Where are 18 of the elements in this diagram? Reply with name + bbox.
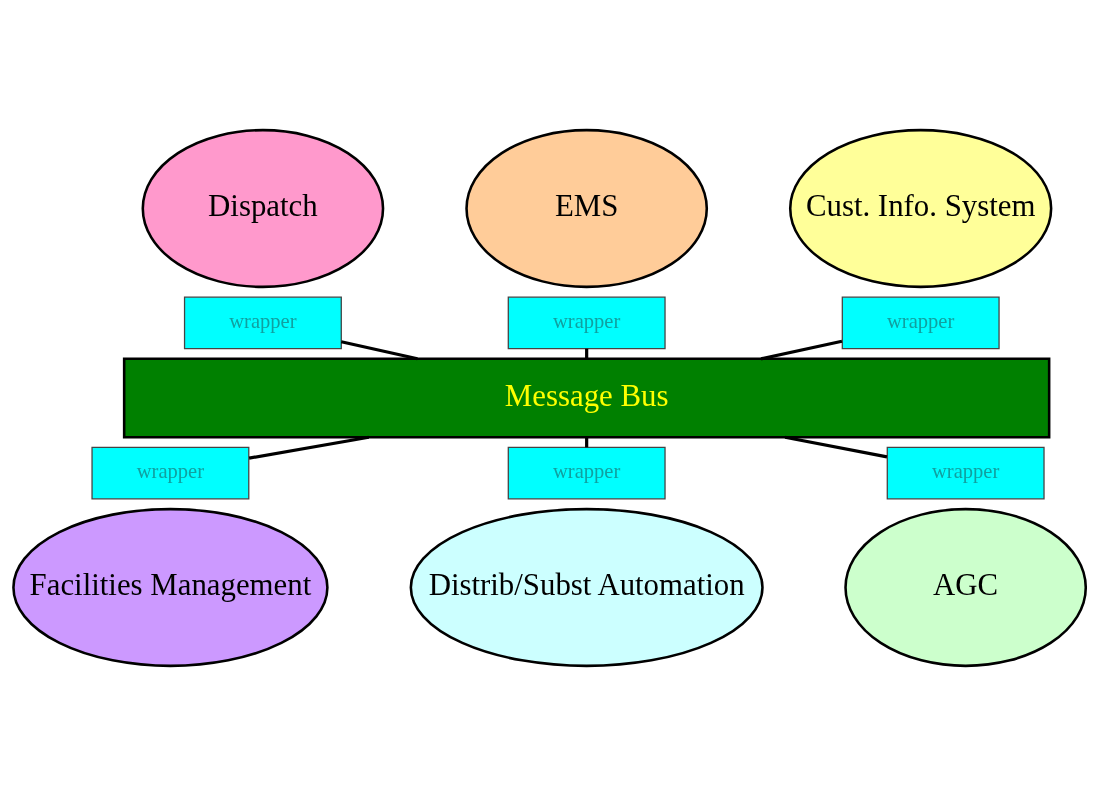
node-ellipse: Dispatch [141, 128, 385, 288]
node-ellipse: Distrib/Subst Automation [409, 507, 764, 667]
connector [340, 339, 418, 360]
node-ellipse: Facilities Management [12, 507, 329, 667]
connector [585, 436, 589, 447]
node-box: wrapper [507, 446, 666, 499]
node-box: wrapper [91, 446, 250, 499]
node-box: wrapper [507, 296, 666, 349]
connector [248, 435, 370, 460]
node-box: Message Bus [122, 357, 1051, 438]
node-box: wrapper [183, 296, 342, 349]
node-ellipse: Cust. Info. System [788, 128, 1053, 288]
connector [760, 339, 843, 360]
node-box: wrapper [841, 296, 1000, 349]
node-ellipse: AGC [844, 507, 1088, 667]
node-ellipse: EMS [465, 128, 709, 288]
node-box: wrapper [886, 446, 1045, 499]
connector [784, 435, 888, 458]
